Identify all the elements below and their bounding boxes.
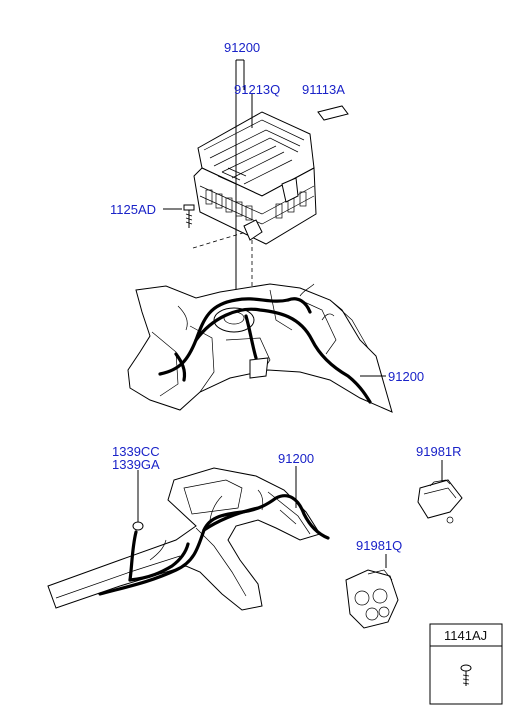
harness-route-upper [158, 297, 372, 404]
fuse-box-assembly [193, 111, 317, 245]
label-1339CC: 1339CC [112, 444, 160, 459]
label-91981Q: 91981Q [356, 538, 402, 553]
screw-icon [460, 664, 472, 686]
lower-body-panel [47, 467, 321, 611]
label-91981R: 91981R [416, 444, 462, 459]
leader-lines-upper [163, 59, 253, 300]
connector-91981R-icon [417, 479, 463, 524]
label-91200-top: 91200 [224, 40, 260, 55]
fuse-box-label-plate [317, 105, 349, 121]
label-91213Q: 91213Q [234, 82, 280, 97]
harness-route-lower [98, 494, 330, 596]
label-1125AD: 1125AD [110, 202, 156, 217]
bolt-1125AD-icon [183, 204, 195, 228]
parts-box-title: 1141AJ [444, 628, 487, 643]
label-91200-harness: 91200 [388, 369, 424, 384]
leader-lines-lower [295, 460, 443, 568]
label-91113A: 91113A [302, 82, 345, 97]
connector-91981Q-icon [345, 569, 399, 629]
label-1339GA: 1339GA [112, 457, 160, 472]
label-91200-lower: 91200 [278, 451, 314, 466]
parts-box-1141AJ [429, 623, 503, 705]
engine-compartment-panel [127, 283, 393, 413]
grommet-icon [132, 470, 144, 531]
